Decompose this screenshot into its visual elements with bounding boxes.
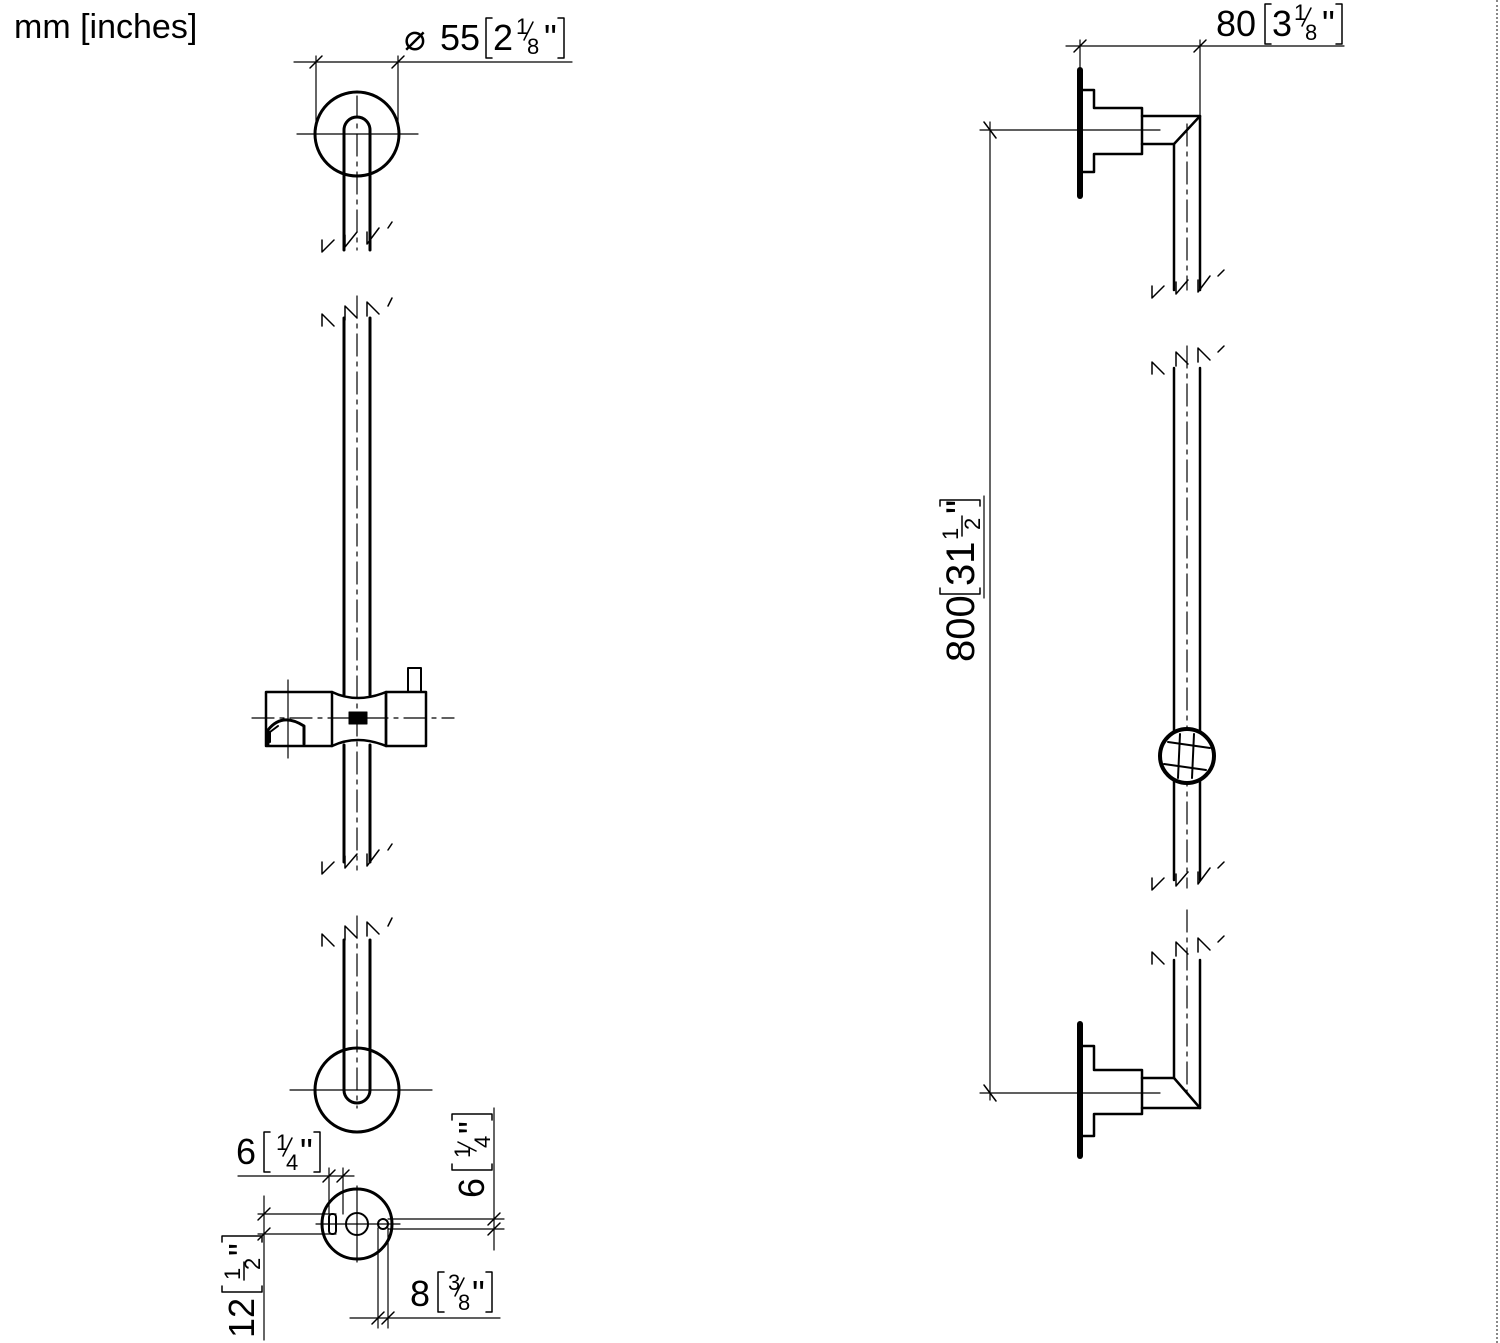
dim-bore-spacing: 12 1 2 " <box>220 1235 265 1338</box>
dim-bore-spacing-inch-mark: " <box>221 1243 262 1256</box>
dim-hole-diameter: 8 3 8 " <box>410 1270 485 1315</box>
slider-side <box>1158 727 1216 785</box>
dim-left-offset: 6 1 4 " <box>236 1130 313 1175</box>
dim-hole-diameter-inch-mark: " <box>472 1273 485 1314</box>
dim-projection-mm: 80 <box>1216 3 1256 44</box>
dim-left-offset-inch-num: 1 <box>276 1130 288 1155</box>
dim-right-offset-inch-mark: " <box>451 1121 492 1134</box>
dim-diameter-inch-whole: 2 <box>493 17 513 58</box>
dim-length-inch-whole: 31 <box>939 542 983 587</box>
front-view <box>251 55 573 1134</box>
dim-right-offset-mm: 6 <box>451 1178 492 1198</box>
dim-left-offset-inch-den: 4 <box>286 1150 298 1175</box>
dim-projection: 80 3 1 8 " <box>1216 0 1335 45</box>
dim-hole-diameter-mm: 8 <box>410 1273 430 1314</box>
dim-length-inch-num: 1 <box>938 528 963 540</box>
dim-diameter-mm: 55 <box>440 17 480 58</box>
dim-hole-diameter-inch-den: 8 <box>458 1290 470 1315</box>
dim-length-mm: 800 <box>939 595 983 662</box>
dim-hole-diameter-inch-num: 3 <box>448 1270 460 1295</box>
dim-right-offset-inch-den: 4 <box>470 1136 495 1148</box>
dim-right-offset-inch-num: 1 <box>450 1146 475 1158</box>
dim-projection-inch-den: 8 <box>1305 20 1317 45</box>
dim-projection-inch-mark: " <box>1322 3 1335 44</box>
dim-left-offset-mm: 6 <box>236 1131 256 1172</box>
dim-length-inch-mark: " <box>939 500 983 514</box>
dim-diameter-inch-den: 8 <box>527 34 539 59</box>
dim-flange-diameter: ⌀ 55 2 1 8 " <box>404 14 557 59</box>
units-label: mm [inches] <box>14 8 198 46</box>
page-edge-dashed-line <box>1496 0 1498 1343</box>
dim-right-offset: 6 1 4 " <box>450 1113 495 1198</box>
dim-length-inch-den: 2 <box>960 518 985 530</box>
dim-projection-inch-whole: 3 <box>1272 3 1292 44</box>
dim-projection-inch-num: 1 <box>1294 0 1306 25</box>
dim-bore-spacing-inch-den: 2 <box>240 1258 265 1270</box>
dim-left-offset-inch-mark: " <box>300 1131 313 1172</box>
slider-holder <box>251 667 455 759</box>
dim-diameter-symbol: ⌀ <box>404 17 426 58</box>
side-view <box>979 39 1345 1159</box>
dim-bore-spacing-mm: 12 <box>221 1298 262 1338</box>
dim-bore-spacing-inch-num: 1 <box>220 1268 245 1280</box>
dim-length: 800 31 1 2 " <box>938 499 985 662</box>
dim-diameter-inch-mark: " <box>544 17 557 58</box>
dim-diameter-inch-num: 1 <box>516 14 528 39</box>
flange-detail-view <box>237 1107 505 1341</box>
